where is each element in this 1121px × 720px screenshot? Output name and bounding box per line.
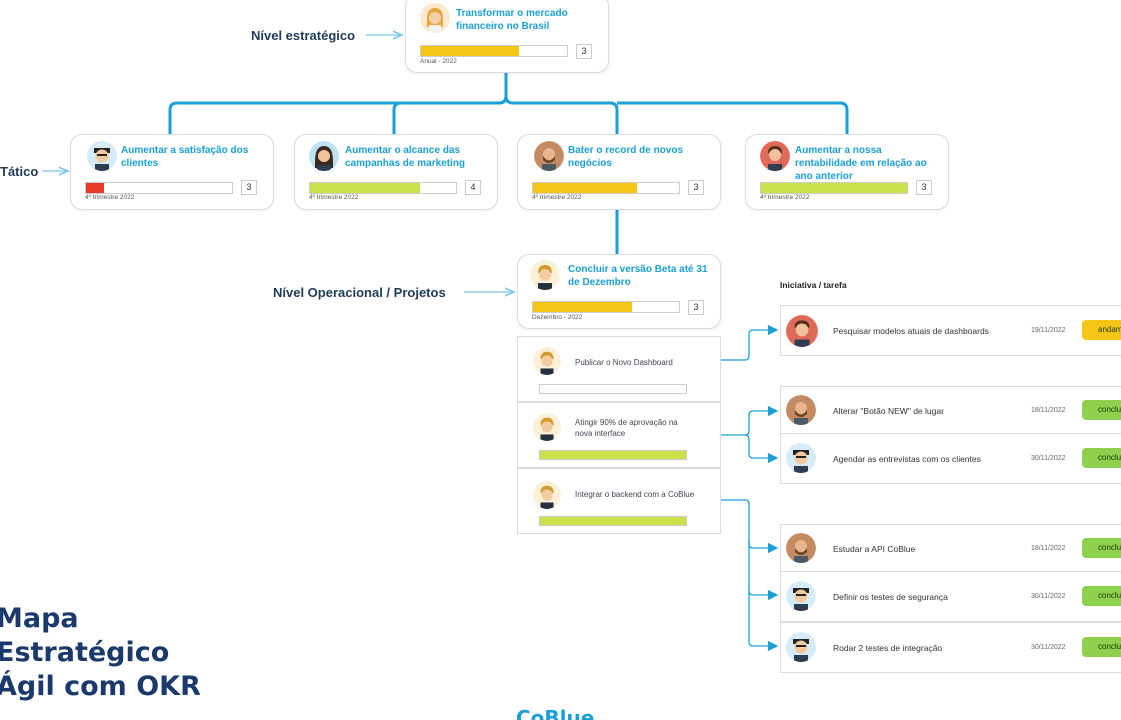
progress-fill	[540, 451, 686, 459]
objective-title: Concluir a versão Beta até 31 de Dezembr…	[568, 264, 708, 288]
title-line: Ágil com OKR	[0, 671, 201, 702]
tactical-objective-card[interactable]: Aumentar o alcance das campanhas de mark…	[294, 134, 498, 210]
progress-bar	[85, 182, 233, 194]
objective-title: Aumentar a satisfação dos clientes	[121, 145, 249, 169]
task-row[interactable]: Alterar "Botão NEW" de lugar 18/11/2022 …	[780, 386, 1121, 435]
avatar	[786, 315, 818, 347]
level-label-tactical: Tático	[0, 164, 39, 179]
kr-count: 3	[688, 180, 704, 195]
task-date: 18/11/2022	[1031, 545, 1066, 552]
task-date: 19/11/2022	[1031, 327, 1066, 334]
task-date: 30/11/2022	[1031, 455, 1066, 462]
progress-fill	[540, 517, 686, 525]
task-name: Estudar a API CoBlue	[833, 544, 916, 554]
level-label-strategic: Nível estratégico	[251, 28, 356, 43]
period-label: 4º trimestre 2022	[85, 194, 135, 201]
objective-title: Transformar o mercado financeiro no Bras…	[456, 8, 568, 32]
task-date: 30/11/2022	[1031, 644, 1066, 651]
strategic-objective-card[interactable]: Transformar o mercado financeiro no Bras…	[405, 0, 609, 73]
objective-title: Aumentar a nossa rentabilidade em relaçã…	[795, 145, 927, 182]
avatar	[87, 141, 117, 171]
project-objective-card[interactable]: Concluir a versão Beta até 31 de Dezembr…	[517, 254, 721, 329]
status-badge[interactable]: conclu	[1082, 637, 1121, 657]
avatar	[530, 260, 560, 290]
title-line: Estratégico	[0, 637, 170, 668]
progress-fill	[421, 46, 519, 56]
task-name: Agendar as entrevistas com os clientes	[833, 454, 981, 464]
progress-bar	[309, 182, 457, 194]
progress-bar	[420, 45, 568, 57]
period-label: Dezembro - 2022	[532, 314, 583, 321]
kr-count: 3	[916, 180, 932, 195]
avatar	[420, 3, 450, 33]
avatar	[786, 443, 816, 473]
progress-fill	[533, 302, 633, 312]
task-row[interactable]: Pesquisar modelos atuais de dashboards 1…	[780, 305, 1121, 356]
progress-bar	[539, 450, 687, 460]
task-row[interactable]: Rodar 2 testes de integração 30/11/2022 …	[780, 622, 1121, 673]
progress-fill	[761, 183, 907, 193]
progress-fill	[86, 183, 104, 193]
kr-count: 3	[576, 44, 592, 59]
avatar	[533, 347, 561, 375]
task-name: Alterar "Botão NEW" de lugar	[833, 406, 944, 416]
status-badge[interactable]: conclu	[1082, 448, 1121, 468]
task-row[interactable]: Estudar a API CoBlue 18/11/2022 conclu	[780, 524, 1121, 573]
tactical-objective-card[interactable]: Aumentar a nossa rentabilidade em relaçã…	[745, 134, 949, 210]
kr-count: 3	[241, 180, 257, 195]
avatar	[786, 581, 816, 611]
progress-bar	[539, 384, 687, 394]
period-label: 4º trimestre 2022	[309, 194, 359, 201]
key-result-item[interactable]: Publicar o Novo Dashboard	[517, 336, 721, 402]
avatar	[760, 141, 790, 171]
avatar	[534, 141, 564, 171]
period-label: Anual - 2022	[420, 58, 457, 65]
avatar	[309, 141, 339, 171]
period-label: 4º trimestre 2022	[760, 194, 810, 201]
task-row[interactable]: Agendar as entrevistas com os clientes 3…	[780, 433, 1121, 484]
key-result-item[interactable]: Integrar o backend com a CoBlue	[517, 468, 721, 534]
kr-count: 3	[688, 300, 704, 315]
progress-bar	[532, 301, 680, 313]
page-title: Mapa Estratégico Ágil com OKR	[0, 602, 201, 704]
avatar	[786, 632, 816, 662]
key-result-text: Publicar o Novo Dashboard	[575, 358, 673, 367]
progress-bar	[539, 516, 687, 526]
avatar	[786, 533, 816, 563]
progress-bar	[760, 182, 908, 194]
objective-title: Bater o record de novos negócios	[568, 145, 684, 169]
avatar	[786, 395, 816, 425]
progress-bar	[532, 182, 680, 194]
kr-count: 4	[465, 180, 481, 195]
title-line: Mapa	[0, 603, 79, 634]
task-name: Definir os testes de segurança	[833, 592, 948, 602]
key-result-text: Integrar o backend com a CoBlue	[575, 490, 695, 499]
level-label-operational: Nível Operacional / Projetos	[273, 285, 446, 300]
coblue-logo: CoBlue	[516, 706, 595, 720]
avatar	[533, 413, 561, 441]
initiatives-header: Iniciativa / tarefa	[780, 280, 847, 290]
task-name: Rodar 2 testes de integração	[833, 643, 943, 653]
progress-fill	[533, 183, 637, 193]
task-name: Pesquisar modelos atuais de dashboards	[833, 326, 989, 336]
task-date: 18/11/2022	[1031, 407, 1066, 414]
key-result-text: Atingir 90% de aprovação na nova interfa…	[575, 418, 678, 438]
progress-fill	[310, 183, 420, 193]
task-date: 30/11/2022	[1031, 593, 1066, 600]
tactical-objective-card[interactable]: Bater o record de novos negócios 3 4º tr…	[517, 134, 721, 210]
status-badge[interactable]: conclu	[1082, 400, 1121, 420]
avatar	[533, 481, 561, 509]
status-badge[interactable]: andam	[1082, 320, 1121, 340]
task-row[interactable]: Definir os testes de segurança 30/11/202…	[780, 571, 1121, 622]
tactical-objective-card[interactable]: Aumentar a satisfação dos clientes 3 4º …	[70, 134, 274, 210]
objective-title: Aumentar o alcance das campanhas de mark…	[345, 145, 466, 169]
status-badge[interactable]: conclu	[1082, 538, 1121, 558]
key-result-item[interactable]: Atingir 90% de aprovação na nova interfa…	[517, 402, 721, 468]
status-badge[interactable]: conclu	[1082, 586, 1121, 606]
period-label: 4º trimestre 2022	[532, 194, 582, 201]
